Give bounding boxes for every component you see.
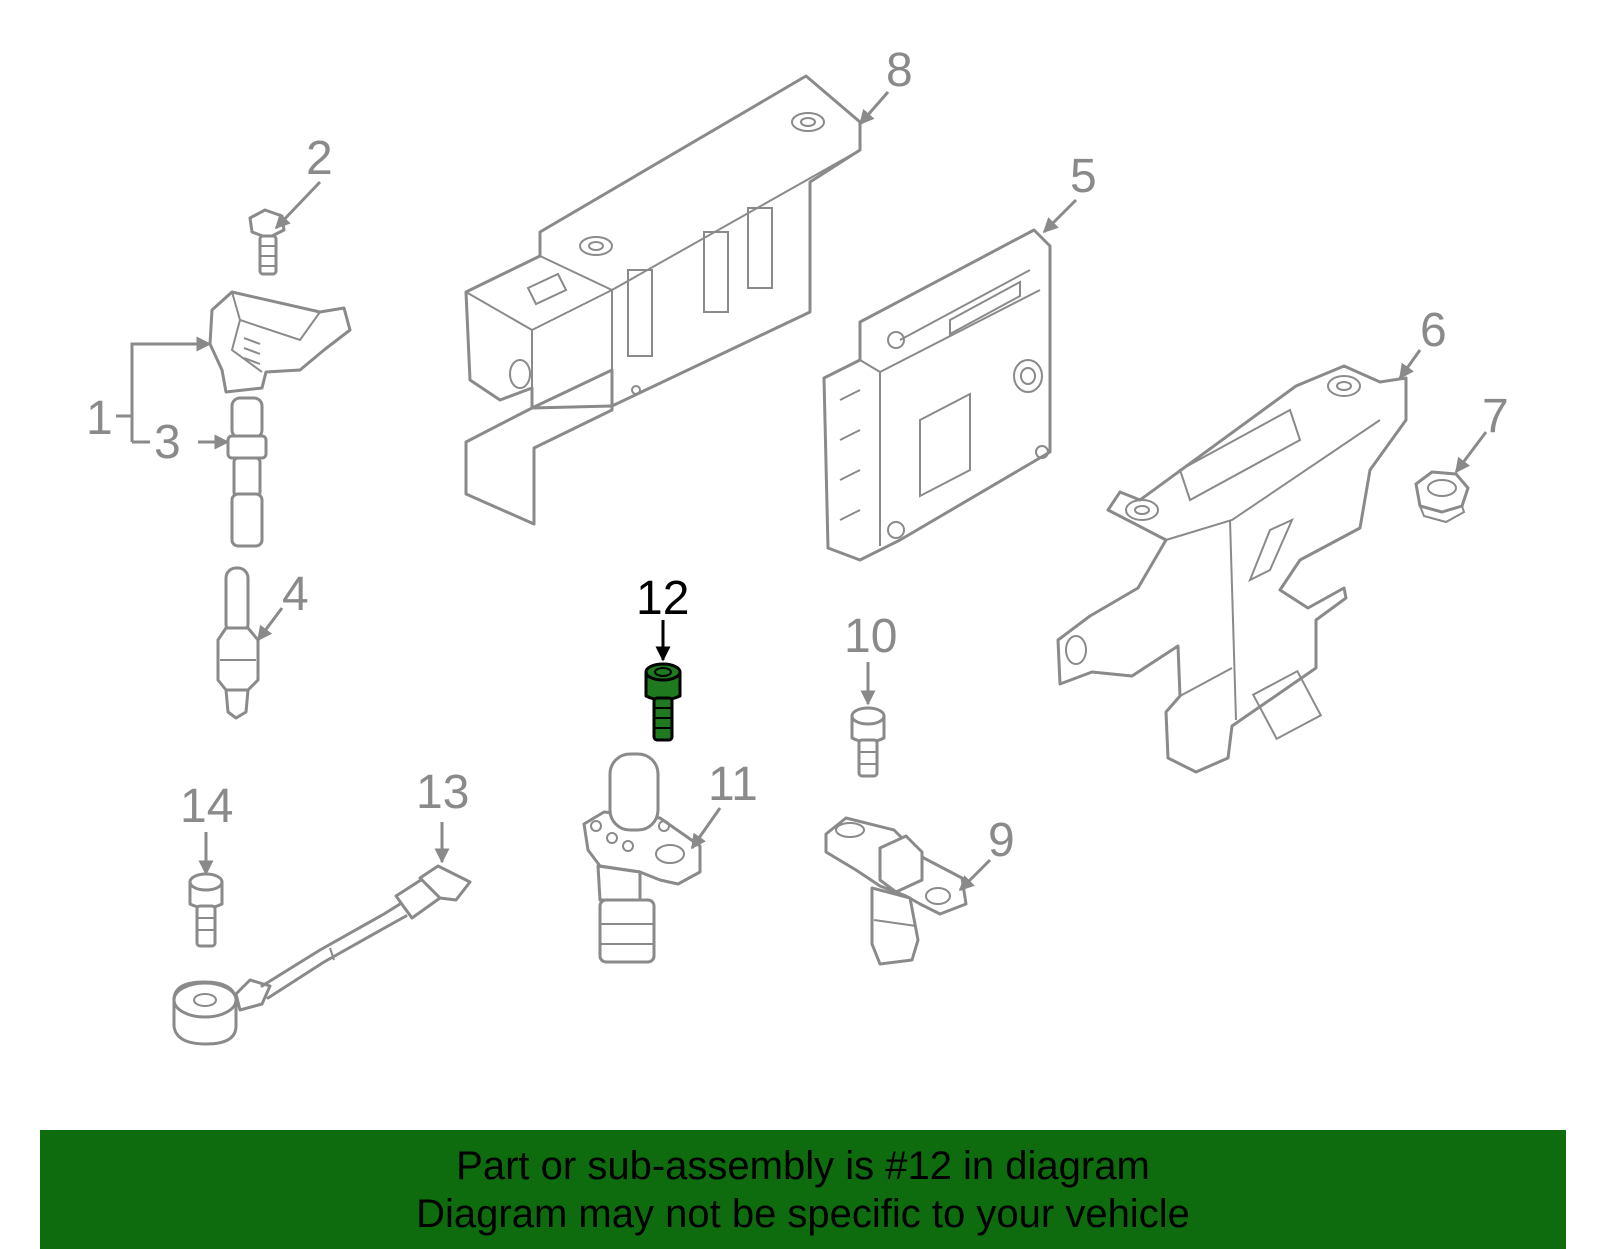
callout-2: 2: [306, 132, 333, 185]
part-13-knock-sensor: [172, 864, 472, 1046]
callout-8: 8: [886, 44, 913, 97]
part-11-sensor: [582, 752, 702, 964]
part-1-ignition-coil: [208, 290, 352, 394]
part-12-bolt-highlighted[interactable]: [644, 662, 682, 742]
callout-11: 11: [708, 758, 758, 811]
part-4-spark-plug: [216, 566, 260, 720]
part-8-bracket: [464, 74, 862, 526]
callout-14: 14: [180, 780, 233, 833]
callout-7: 7: [1482, 390, 1509, 443]
callout-10: 10: [844, 610, 897, 663]
info-banner: Part or sub-assembly is #12 in diagram D…: [40, 1130, 1566, 1249]
callout-3: 3: [154, 416, 181, 469]
callout-1: 1: [86, 392, 113, 445]
part-5-control-module: [822, 228, 1052, 562]
leader-lines: [116, 91, 1488, 892]
part-3-coil-boot: [226, 396, 268, 548]
callout-4: 4: [282, 568, 309, 621]
callout-13: 13: [416, 766, 469, 819]
part-6-fuse-box-bracket: [1056, 364, 1408, 774]
part-9-sensor: [824, 816, 968, 966]
callout-labels: 1 2 3 4 5 6 7 8 9 10 11 12 13 14: [86, 44, 1509, 867]
part-10-bolt: [850, 706, 886, 778]
part-14-bolt: [188, 872, 224, 948]
part-2-bolt: [248, 208, 286, 276]
callout-5: 5: [1070, 150, 1097, 203]
callout-9: 9: [988, 814, 1015, 867]
banner-line-disclaimer: Diagram may not be specific to your vehi…: [416, 1192, 1190, 1236]
callout-6: 6: [1420, 304, 1447, 357]
part-7-nut: [1414, 470, 1470, 524]
banner-line-part-number: Part or sub-assembly is #12 in diagram: [456, 1144, 1150, 1188]
callout-12-highlighted: 12: [636, 572, 689, 625]
